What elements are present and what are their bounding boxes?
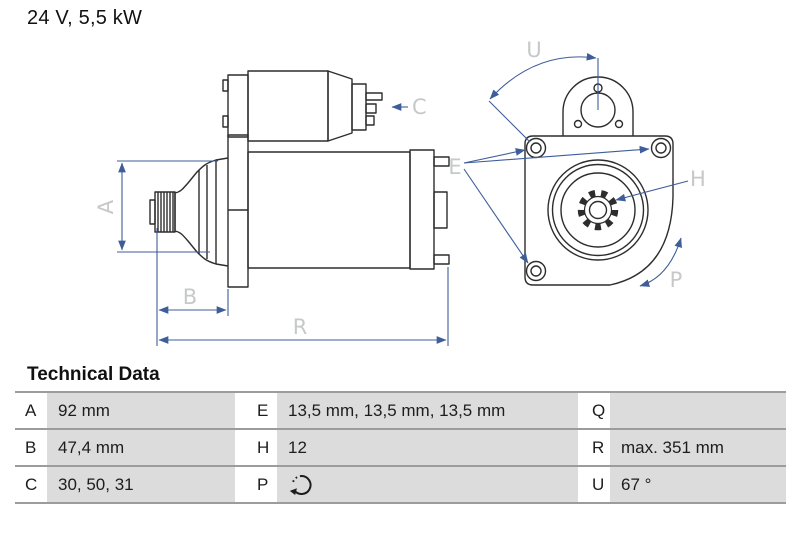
- drive-end-housing: [174, 157, 229, 267]
- row-value: max. 351 mm: [610, 430, 786, 465]
- mounting-flange: [227, 134, 249, 288]
- page-title: 24 V, 5,5 kW: [27, 7, 143, 29]
- rotation-arc-P: [639, 237, 682, 287]
- row-key: R: [578, 430, 610, 465]
- leader-H: [615, 180, 689, 202]
- dim-label-P: P: [670, 268, 683, 292]
- row-value: 92 mm: [47, 393, 235, 428]
- flange-outline: [524, 135, 674, 286]
- terminal-stud: [365, 92, 383, 101]
- terminal-stud: [365, 115, 375, 126]
- dim-label-C: C: [412, 95, 427, 119]
- row-key: A: [15, 393, 47, 428]
- side-view-dimensions: [117, 103, 449, 346]
- row-key: C: [15, 467, 47, 502]
- solenoid-end-cap: [227, 74, 249, 138]
- table-row: B 47,4 mm H 12 R max. 351 mm: [15, 428, 786, 465]
- pinion-gear-front: [577, 189, 619, 231]
- row-value: 67 °: [610, 467, 786, 502]
- leader-E-3: [463, 168, 529, 264]
- rear-end-cap: [409, 149, 435, 270]
- solenoid-body: [247, 70, 329, 142]
- dim-label-U: U: [526, 38, 541, 62]
- dim-label-E: E: [448, 155, 461, 179]
- rear-block: [433, 191, 448, 229]
- row-value-rotation: [277, 467, 578, 502]
- row-key: H: [235, 430, 277, 465]
- row-value: [610, 393, 786, 428]
- technical-data-table: A 92 mm E 13,5 mm, 13,5 mm, 13,5 mm Q B …: [15, 391, 786, 504]
- rotation-direction-icon: [289, 474, 312, 495]
- side-view: [149, 70, 450, 288]
- row-key: B: [15, 430, 47, 465]
- solenoid-taper: [327, 70, 353, 142]
- terminal-block: [351, 83, 367, 131]
- row-key: P: [235, 467, 277, 502]
- dim-label-B: B: [183, 285, 197, 309]
- table-row: A 92 mm E 13,5 mm, 13,5 mm, 13,5 mm Q: [15, 391, 786, 428]
- rear-stud: [433, 254, 450, 265]
- front-view: [524, 76, 674, 286]
- row-value: 13,5 mm, 13,5 mm, 13,5 mm: [277, 393, 578, 428]
- row-value: 47,4 mm: [47, 430, 235, 465]
- row-value: 12: [277, 430, 578, 465]
- solenoid-tab: [222, 115, 229, 128]
- row-key: U: [578, 467, 610, 502]
- dim-arc-U: [489, 52, 597, 100]
- dim-label-A: A: [94, 199, 118, 214]
- leader-E-1: [463, 148, 526, 164]
- solenoid-tab: [222, 79, 229, 92]
- table-row: C 30, 50, 31 P U 67 °: [15, 465, 786, 502]
- technical-data-heading: Technical Data: [27, 364, 160, 385]
- row-value: 30, 50, 31: [47, 467, 235, 502]
- rear-stud: [433, 156, 450, 167]
- motor-body: [247, 151, 411, 269]
- row-key: E: [235, 393, 277, 428]
- front-view-dimensions: [463, 52, 689, 287]
- dim-label-R: R: [293, 315, 308, 339]
- starter-motor-diagram: A B R C: [94, 38, 706, 346]
- leader-E-2: [463, 145, 650, 164]
- dim-label-H: H: [690, 167, 706, 191]
- row-key: Q: [578, 393, 610, 428]
- pinion-gear: [149, 191, 176, 233]
- terminal-stud: [365, 103, 377, 114]
